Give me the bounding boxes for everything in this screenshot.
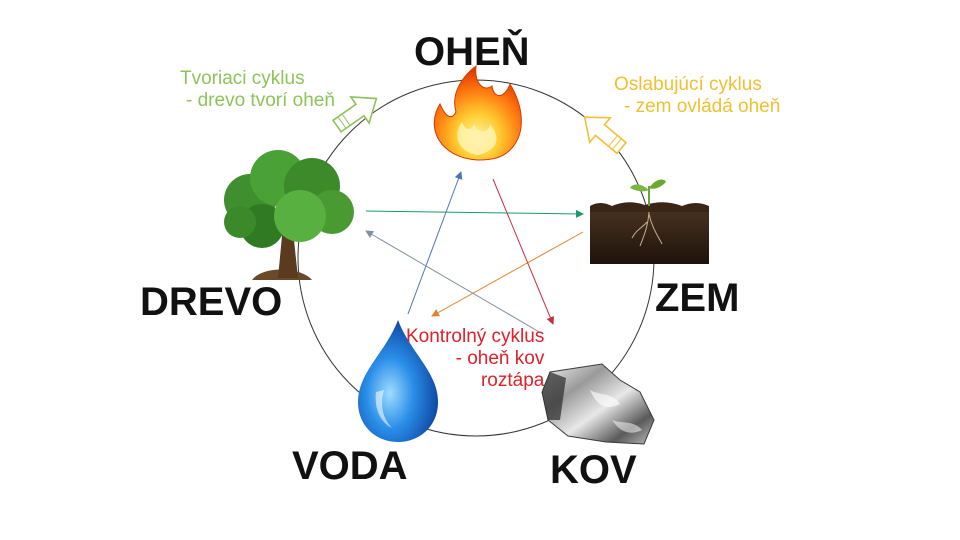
creating-cycle-arrow <box>331 95 378 133</box>
weakening-cycle-arrow <box>583 116 628 155</box>
note-controlling-line3: roztápa <box>480 370 545 391</box>
tree-icon <box>224 150 354 280</box>
arrow-wood-to-earth <box>365 209 584 218</box>
label-earth: ZEM <box>655 276 740 320</box>
water-drop-icon <box>358 320 438 442</box>
arrow-fire-to-metal <box>492 178 555 325</box>
note-controlling-line1: Kontrolný cyklus <box>406 326 545 347</box>
fire-icon <box>433 64 522 161</box>
arrow-water-to-fire <box>407 171 463 315</box>
note-weakening-line1: Oslabujúcí cyklus <box>614 74 762 95</box>
note-creating-line1: Tvoriaci cyklus <box>180 68 305 89</box>
note-creating-line2: - drevo tvorí oheň <box>186 90 335 111</box>
arrow-metal-to-wood <box>365 230 542 334</box>
label-metal: KOV <box>550 448 637 492</box>
note-creating-cycle: Tvoriaci cyklus - drevo tvorí oheň <box>180 68 335 112</box>
metal-ore-icon <box>541 363 655 445</box>
label-fire: OHEŇ <box>414 30 530 74</box>
note-weakening-cycle: Oslabujúcí cyklus - zem ovládá oheň <box>614 74 780 118</box>
note-controlling-line2: - oheň kov <box>455 348 545 369</box>
soil-sprout-icon <box>590 179 709 264</box>
arrow-earth-to-water <box>431 231 584 317</box>
note-weakening-line2: - zem ovládá oheň <box>624 96 781 117</box>
label-water: VODA <box>292 444 408 488</box>
note-controlling-cycle: Kontrolný cyklus - oheň kov roztápa <box>406 326 544 392</box>
label-wood: DREVO <box>140 280 283 324</box>
